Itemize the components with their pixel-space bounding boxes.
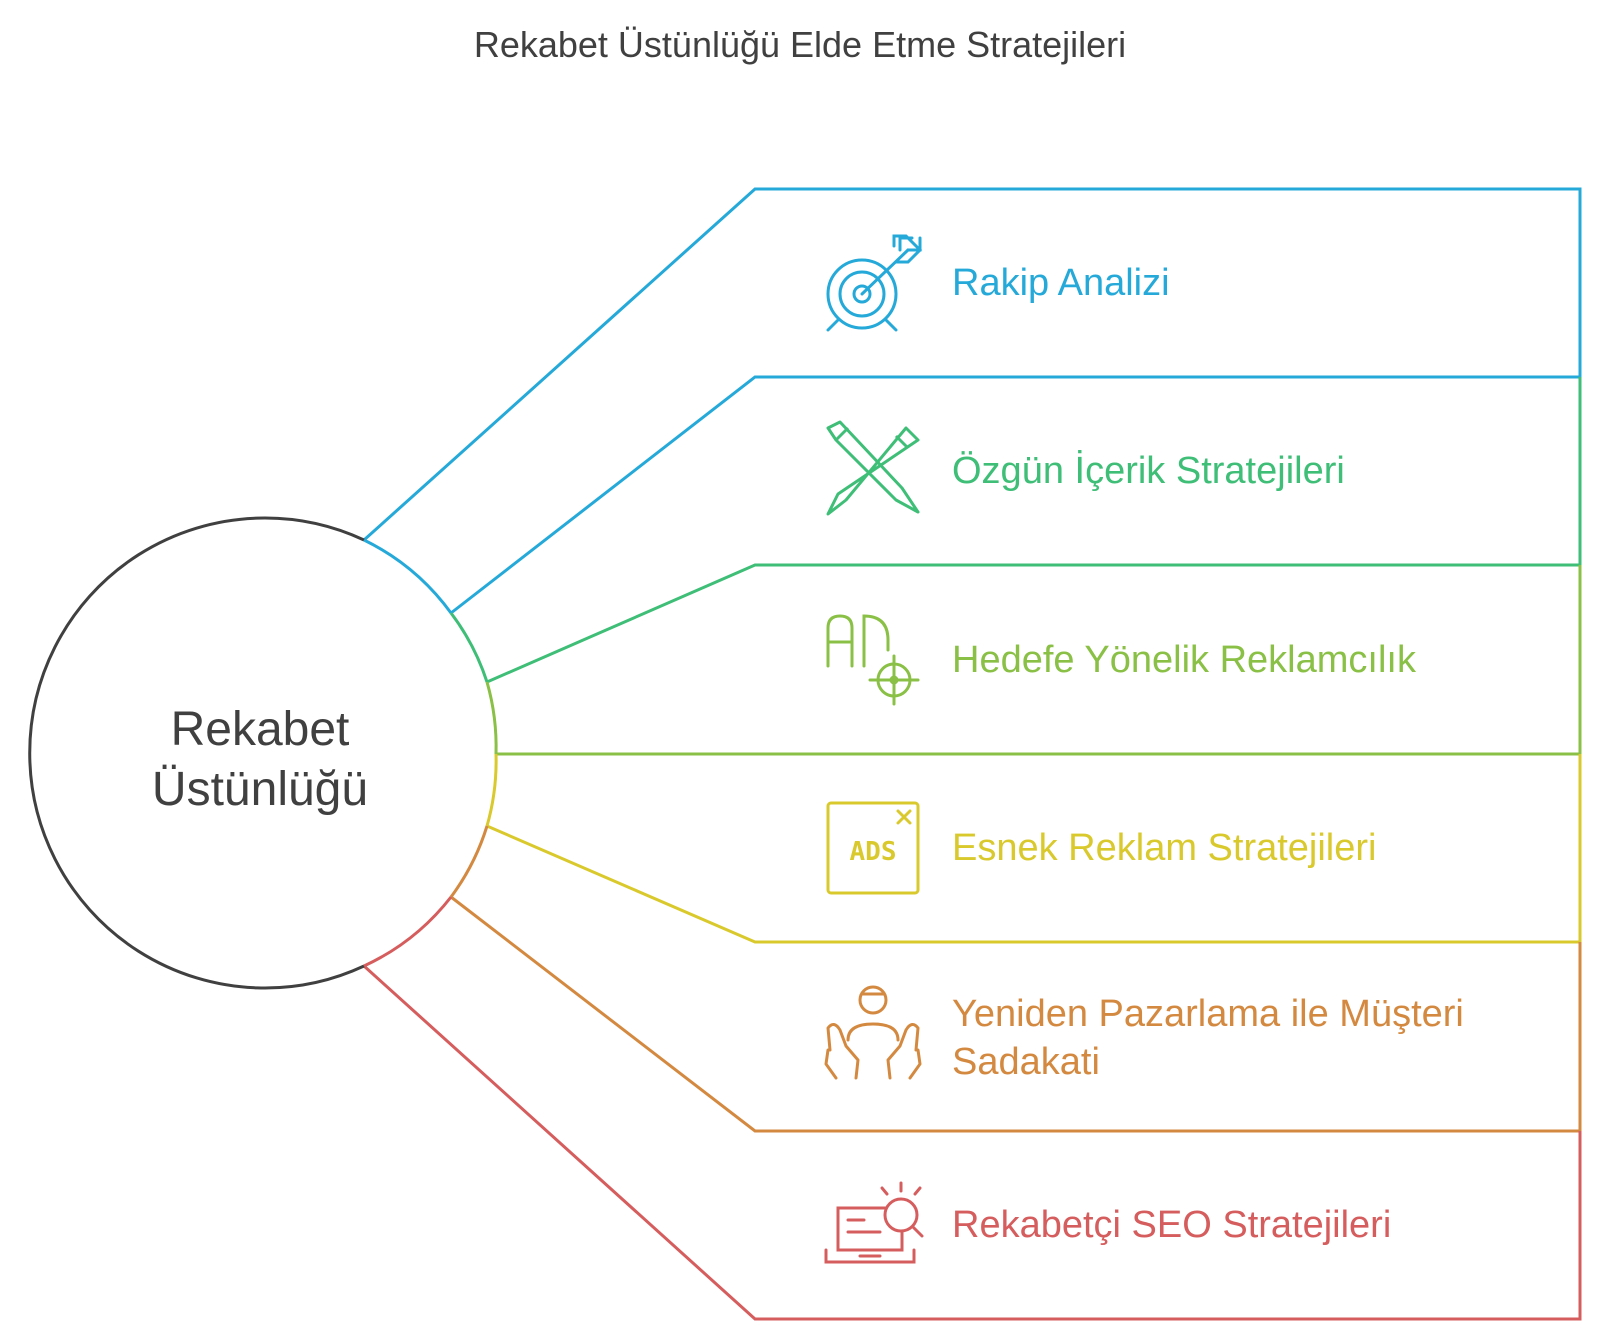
item-label-4: Esnek Reklam Stratejileri [952,827,1377,869]
svg-text:ADS: ADS [850,837,897,867]
item-label-5: Yeniden Pazarlama ile Müşteri Sadakati [952,990,1464,1086]
connector-4 [486,754,1582,944]
item-label-1: Rakip Analizi [952,262,1170,304]
center-label-line2: Üstünlüğü [151,763,369,816]
pencil-brush-icon [826,420,920,516]
center-label: Rekabet Üstünlüğü [120,700,400,820]
item-label-5-line2: Sadakati [952,1041,1100,1083]
item-label-3: Hedefe Yönelik Reklamcılık [952,639,1416,681]
connector-2 [486,377,1582,684]
ad-target-icon [826,614,920,706]
center-label-line1: Rekabet [170,703,350,756]
person-hands-icon [824,985,922,1080]
diagram-title: Rekabet Üstünlüğü Elde Etme Stratejileri [473,24,1127,65]
center-circle [28,516,365,990]
connector-6 [362,964,1582,1321]
item-label-2: Özgün İçerik Stratejileri [952,450,1345,492]
laptop-search-icon [824,1181,924,1264]
connector-1 [362,187,1582,615]
item-label-5-line1: Yeniden Pazarlama ile Müşteri [952,993,1464,1035]
target-arrow-icon [826,234,923,332]
ads-box-icon: ADS [826,801,920,895]
connector-5 [450,895,1582,1133]
item-label-6: Rekabetçi SEO Stratejileri [952,1204,1392,1246]
